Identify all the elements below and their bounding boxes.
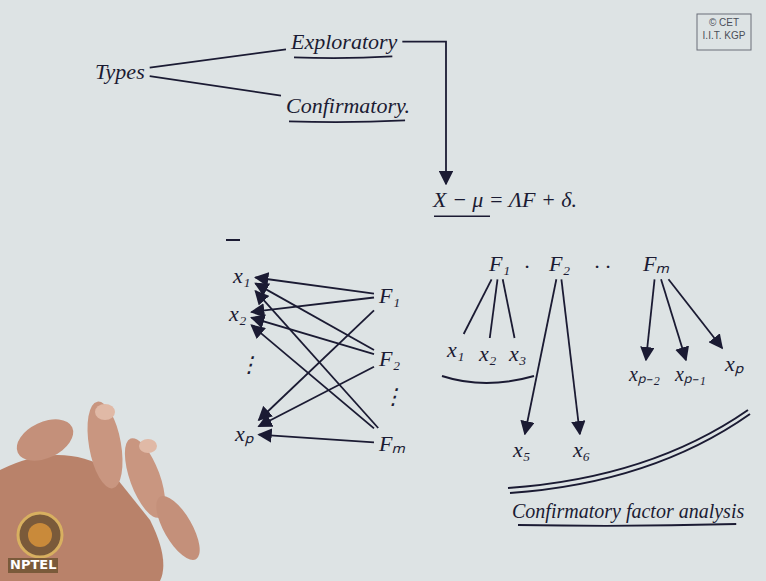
- node-text: xₚ: [725, 351, 744, 376]
- loading-arrow: [668, 279, 722, 348]
- node-text: x₂: [229, 301, 246, 326]
- hand: [0, 399, 208, 581]
- node-text: X − μ = ΛF + δ.: [433, 187, 577, 212]
- variable-node: Exploratory: [288, 28, 400, 55]
- node-text: Fₘ: [643, 251, 669, 276]
- stamp-frame: [697, 14, 751, 50]
- node-text: x₆: [573, 437, 590, 462]
- underline: [289, 120, 405, 122]
- loading-arrow: [661, 279, 686, 360]
- node-text: Confirmatory.: [286, 93, 410, 118]
- nptel-logo: [18, 513, 62, 557]
- node-text: xₚ: [235, 421, 254, 446]
- variable-node: F₁: [486, 250, 513, 277]
- ellipsis-mark: ⋮: [382, 384, 404, 409]
- variable-node: X − μ = ΛF + δ.: [430, 186, 580, 213]
- variable-node: xₚ₋₂: [626, 362, 663, 387]
- node-text: Exploratory: [291, 29, 397, 54]
- group-bracket: [510, 414, 750, 493]
- loading-arrow: [150, 49, 286, 67]
- underline: [434, 215, 490, 217]
- node-text: Fₘ: [379, 431, 405, 456]
- ellipsis-mark: · ·: [594, 254, 611, 279]
- variable-node: xₚ: [722, 350, 747, 377]
- node-text: F₂: [549, 251, 570, 276]
- variable-node: Fₘ: [640, 250, 672, 277]
- node-text: x₃: [509, 341, 526, 366]
- variable-node: xₚ: [232, 420, 257, 447]
- loading-arrow: [251, 325, 374, 428]
- loading-arrow: [464, 279, 492, 334]
- loading-arrow: [646, 279, 655, 360]
- loading-arrow: [255, 291, 378, 428]
- variable-node: Confirmatory.: [283, 92, 413, 119]
- loading-arrow: [503, 279, 515, 338]
- variable-node: x₂: [476, 340, 499, 367]
- node-text: x₁: [233, 263, 250, 288]
- group-bracket: [442, 376, 534, 383]
- node-text: F₂: [379, 346, 400, 371]
- node-text: x₁: [447, 337, 464, 362]
- ellipsis-mark: NPTEL: [8, 558, 58, 573]
- node-text: Types: [95, 59, 145, 84]
- variable-node: x₅: [510, 436, 533, 463]
- loading-arrow: [490, 279, 498, 338]
- variable-node: Fₘ: [376, 430, 408, 457]
- variable-node: x₁: [444, 336, 467, 363]
- loading-arrow: [259, 367, 374, 427]
- variable-node: x₂: [226, 300, 249, 327]
- underline: [518, 524, 736, 526]
- loading-arrow: [251, 318, 374, 354]
- variable-node: F₂: [546, 250, 573, 277]
- pen-mark: [226, 239, 240, 241]
- node-text: F₁: [489, 251, 510, 276]
- group-bracket: [508, 410, 748, 488]
- loading-arrow: [561, 279, 579, 434]
- variable-node: xₚ₋₁: [672, 362, 709, 387]
- copyright-stamp: © CET I.I.T. KGP: [699, 16, 749, 42]
- loading-arrow: [255, 283, 374, 350]
- variable-node: x₁: [230, 262, 253, 289]
- loading-arrow: [259, 435, 374, 443]
- node-text: x₂: [479, 341, 496, 366]
- variable-node: Types: [92, 58, 148, 85]
- node-text: xₚ₋₂: [629, 363, 660, 386]
- variable-node: F₂: [376, 345, 403, 372]
- loading-arrow: [255, 278, 374, 294]
- caption-note: Confirmatory factor analysis: [512, 500, 744, 523]
- node-text: x₅: [513, 437, 530, 462]
- ellipsis-mark: ⋮: [238, 352, 260, 377]
- variable-node: F₁: [376, 282, 403, 309]
- loading-arrow: [251, 297, 374, 312]
- loading-arrow: [150, 76, 281, 96]
- variable-node: x₃: [506, 340, 529, 367]
- loading-arrow: [525, 279, 556, 434]
- node-text: xₚ₋₁: [675, 363, 706, 386]
- node-text: F₁: [379, 283, 400, 308]
- underline: [294, 56, 392, 58]
- variable-node: x₆: [570, 436, 593, 463]
- ellipsis-mark: ·: [524, 254, 530, 279]
